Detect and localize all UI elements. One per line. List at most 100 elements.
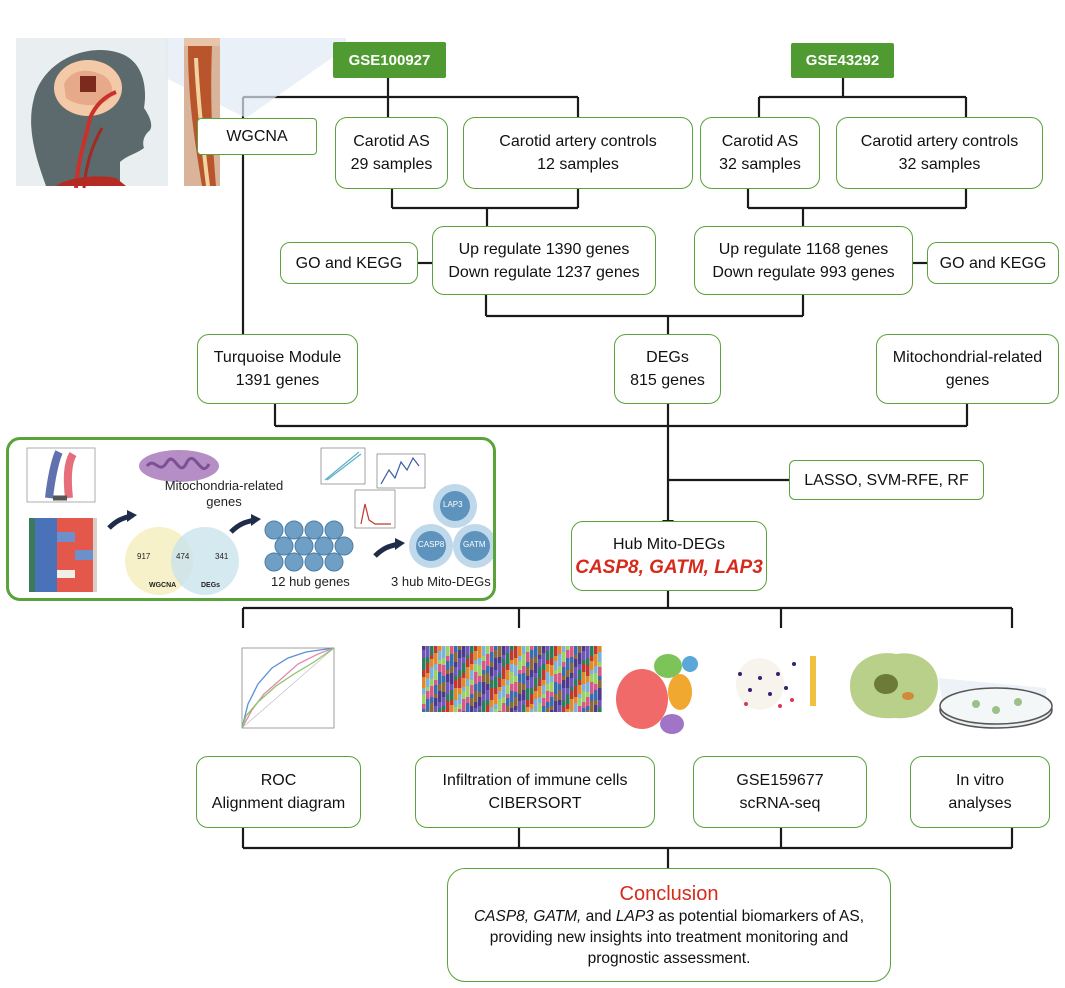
conclusion-box: Conclusion CASP8, GATM, and LAP3 as pote… <box>447 868 891 982</box>
cibersort-bar-segment <box>446 670 450 674</box>
cibersort-bar-segment <box>510 702 514 708</box>
cibersort-bar-segment <box>434 664 438 670</box>
cibersort-bar-segment <box>438 660 442 664</box>
cibersort-bar-segment <box>466 703 470 712</box>
cibersort-bar-segment <box>558 673 562 684</box>
cibersort-bar-segment <box>438 691 442 702</box>
conclusion-line3: prognostic assessment. <box>587 949 751 967</box>
cibersort-bar-segment <box>590 646 594 656</box>
cibersort-bar-segment <box>458 694 462 704</box>
mito-genes-line1: Mitochondrial-related <box>892 349 1043 366</box>
cibersort-bar-segment <box>598 662 602 667</box>
left-down-regulate: Down regulate 1237 genes <box>448 263 640 281</box>
conclusion-rest: as potential biomarkers of AS, <box>658 907 865 925</box>
right-go-kegg-label: GO and KEGG <box>939 254 1047 272</box>
cibersort-bar-segment <box>486 646 490 654</box>
cibersort-bar-segment <box>530 658 534 670</box>
ml-methods-box: LASSO, SVM-RFE, RF <box>789 460 984 500</box>
circle-label-gatm: GATM <box>463 540 486 549</box>
cibersort-bar-segment <box>558 666 562 673</box>
cibersort-bar-segment <box>542 698 546 706</box>
right-case-title: Carotid AS <box>721 133 799 150</box>
cibersort-bar-segment <box>454 688 458 700</box>
cibersort-bar-segment <box>506 646 510 653</box>
cibersort-bar-segment <box>586 658 590 665</box>
analysis-roc-line1: ROC <box>260 772 297 789</box>
hub-mito-degs-box: Hub Mito-DEGs CASP8, GATM, LAP3 <box>571 521 767 591</box>
cibersort-bar-segment <box>562 680 566 688</box>
cibersort-bar-segment <box>502 655 506 659</box>
cibersort-bar-segment <box>426 691 430 699</box>
cibersort-bar-segment <box>514 646 518 658</box>
cibersort-bar-segment <box>574 679 578 686</box>
cibersort-bar-segment <box>510 691 514 702</box>
cibersort-bar-segment <box>518 661 522 670</box>
cibersort-bar-segment <box>446 701 450 712</box>
cibersort-bar-segment <box>466 659 470 667</box>
cibersort-bar-segment <box>590 674 594 682</box>
cibersort-bar-segment <box>426 699 430 711</box>
cibersort-bar-segment <box>450 666 454 673</box>
cibersort-bar-segment <box>594 646 598 654</box>
cibersort-bar-segment <box>546 660 550 664</box>
cibersort-bar-segment <box>486 673 490 684</box>
cibersort-bar-segment <box>490 652 494 662</box>
cibersort-bar-segment <box>570 687 574 691</box>
cibersort-bar-segment <box>538 659 542 667</box>
cibersort-bar-segment <box>522 673 526 684</box>
cibersort-bar-segment <box>582 660 586 664</box>
venn-label-left: WGCNA <box>149 582 177 589</box>
cibersort-bar-segment <box>558 705 562 712</box>
cibersort-bar-segment <box>474 708 478 712</box>
cibersort-bar-segment <box>522 700 526 705</box>
cibersort-bar-segment <box>498 691 502 699</box>
cibersort-bar-segment <box>546 672 550 684</box>
cibersort-bar-segment <box>514 665 518 676</box>
volcano-plot-thumbnail <box>26 447 96 503</box>
left-control-box: Carotid artery controls 12 samples <box>463 117 693 189</box>
cibersort-bar-segment <box>458 677 462 688</box>
cibersort-bar-segment <box>478 706 482 710</box>
cibersort-bar-segment <box>518 646 522 656</box>
cibersort-bar-segment <box>554 646 558 656</box>
right-control-count: 32 samples <box>898 156 981 173</box>
analysis-box-scrna: GSE159677 scRNA-seq <box>693 756 867 828</box>
right-go-kegg-box: GO and KEGG <box>927 242 1059 284</box>
cibersort-bar-segment <box>458 658 462 670</box>
cibersort-bar-segment <box>498 663 502 673</box>
cibersort-bar-segment <box>594 690 598 700</box>
cibersort-bar-segment <box>518 682 522 694</box>
cibersort-bar-segment <box>502 646 506 655</box>
cibersort-bar-segment <box>422 688 426 694</box>
cibersort-bar-segment <box>422 646 426 650</box>
cibersort-bar-segment <box>442 692 446 697</box>
analysis-scrna-line1: GSE159677 <box>736 772 824 789</box>
cibersort-bar-segment <box>522 690 526 700</box>
cibersort-bar-segment <box>482 674 486 682</box>
left-control-count: 12 samples <box>537 156 619 173</box>
cibersort-bar-segment <box>578 680 582 685</box>
cibersort-bar-segment <box>518 701 522 712</box>
cibersort-bar-segment <box>478 676 482 682</box>
right-degs-box: Up regulate 1168 genes Down regulate 993… <box>694 226 913 295</box>
cibersort-bar-segment <box>598 680 602 688</box>
cibersort-bar-segment <box>530 677 534 688</box>
cibersort-bar-segment <box>434 680 438 685</box>
cibersort-bar-segment <box>566 658 570 670</box>
cibersort-bar-segment <box>550 646 554 658</box>
cibersort-bar-segment <box>550 706 554 710</box>
cibersort-bar-segment <box>490 667 494 676</box>
cibersort-bar-segment <box>442 710 446 712</box>
cibersort-bar-segment <box>474 660 478 664</box>
dataset-tag-left: GSE100927 <box>333 42 446 78</box>
cibersort-bar-segment <box>542 680 546 685</box>
cibersort-bar-segment <box>578 670 582 680</box>
cibersort-bar-segment <box>594 654 598 666</box>
cibersort-bar-segment <box>518 670 522 674</box>
cibersort-bar-segment <box>570 663 574 673</box>
analysis-cibersort-line1: Infiltration of immune cells <box>442 772 628 789</box>
cibersort-bar-segment <box>542 685 546 694</box>
cibersort-bar-segment <box>470 646 474 653</box>
cibersort-bar-segment <box>510 672 514 684</box>
cibersort-bar-segment <box>430 679 434 686</box>
